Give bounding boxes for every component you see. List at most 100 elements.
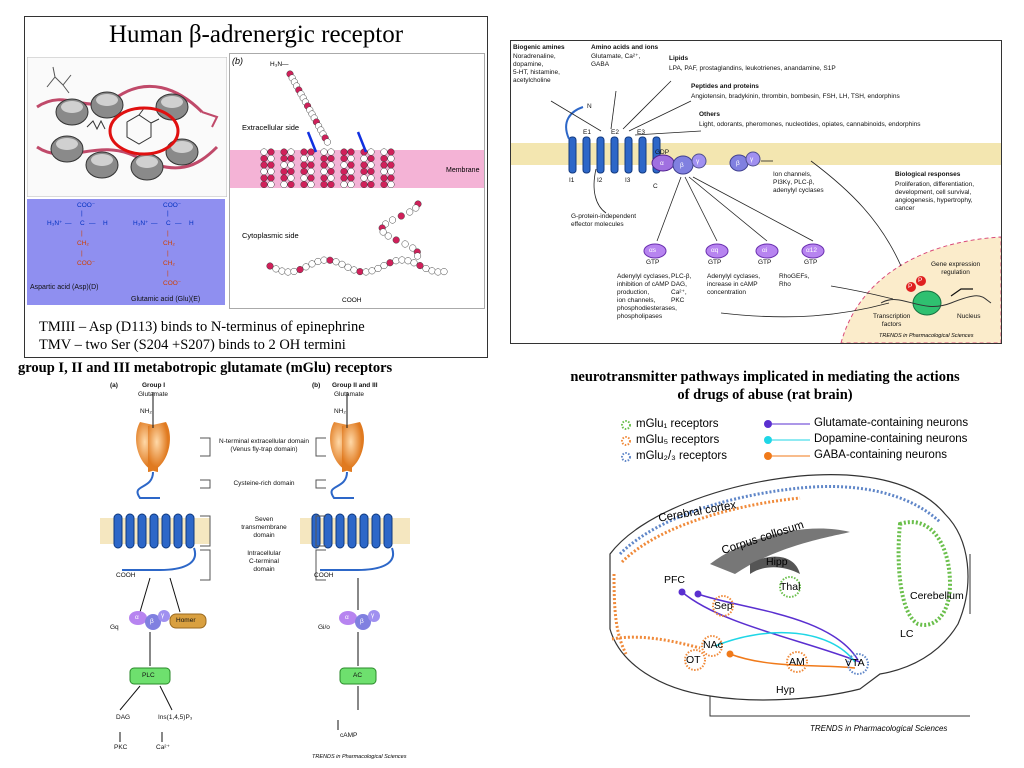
residue-bead — [380, 148, 388, 156]
mglu-panel: (a) Group I Glutamate NH₂ (b) Group II a… — [100, 380, 430, 766]
ion-channels-label: Ion channels, PI3Kγ, PLC-β, adenylyl cyc… — [773, 171, 824, 194]
residue-bead — [287, 148, 295, 156]
bio-responses-body: Proliferation, differentiation, developm… — [895, 181, 975, 212]
c-right: C — [166, 220, 171, 227]
residue-bead — [260, 167, 268, 176]
loop-e2: E2 — [611, 129, 619, 136]
g-alpha: α — [660, 160, 664, 167]
residue-bead — [367, 167, 375, 176]
gtp-4: GTP — [804, 259, 818, 266]
bond-right-3: | — [167, 250, 169, 257]
residue-bead — [367, 180, 375, 189]
residue-bead — [440, 268, 448, 276]
snake-plot: (b) H₃N— Extracellular side Membrane Cyt… — [229, 53, 485, 309]
mglu-diagram — [100, 392, 410, 742]
residue-bead — [347, 167, 355, 176]
residue-bead — [414, 252, 422, 260]
residue-bead — [300, 167, 308, 176]
residue-bead — [384, 232, 392, 240]
residue-bead — [307, 154, 315, 163]
residue-bead — [320, 167, 328, 176]
pkc-label: PKC — [114, 744, 128, 751]
loop-e3: E3 — [637, 129, 645, 136]
c-left: C — [80, 220, 85, 227]
g-alpha-i: αi — [762, 247, 768, 254]
residue-bead — [347, 154, 355, 163]
membrane-label: Membrane — [446, 167, 480, 174]
nterm-domain-label: N-terminal extracellular domain (Venus f… — [219, 438, 309, 453]
residue-bead — [327, 148, 335, 156]
panel-b-label: (b) — [232, 56, 243, 66]
residue-bead — [367, 161, 375, 169]
residue-bead — [280, 174, 288, 182]
coo-left: COO⁻ — [77, 202, 96, 209]
region-hyp: Hyp — [776, 684, 795, 696]
legend-mglu1: mGlu₁ receptors — [636, 418, 719, 430]
bond-left-3: | — [81, 250, 83, 257]
residue-bead — [416, 262, 424, 270]
residue-bead — [380, 180, 388, 189]
residue-bead — [320, 161, 328, 169]
residue-bead — [434, 268, 442, 276]
group-ii-iii-label: Group II and III — [332, 382, 378, 389]
residue-bead — [344, 263, 352, 271]
h3n-right: H₃N⁺ — [133, 220, 149, 227]
residue-bead — [401, 240, 409, 248]
residue-bead — [327, 161, 335, 169]
h-left: H — [103, 220, 108, 227]
residue-bead — [280, 154, 288, 163]
residue-bead — [347, 161, 355, 169]
peptides-title: Peptides and proteins — [691, 83, 759, 90]
residue-bead — [362, 268, 370, 276]
cysteine-domain-label: Cysteine-rich domain — [233, 480, 295, 487]
residue-bead — [327, 180, 335, 189]
residue-bead — [428, 267, 436, 275]
residue-bead — [398, 256, 406, 264]
dag-label: DAG — [116, 714, 131, 721]
residue-bead — [387, 148, 395, 156]
beta-note-1: TMIII – Asp (D113) binds to N-terminus o… — [39, 319, 365, 335]
residue-bead — [387, 174, 395, 182]
residue-bead — [307, 180, 315, 189]
residue-bead — [267, 154, 275, 163]
brain-diagram — [609, 420, 971, 717]
bio-responses-title: Biological responses — [895, 171, 961, 178]
bond-right-4: | — [167, 270, 169, 277]
residue-bead — [350, 266, 358, 274]
residue-bead — [360, 161, 368, 169]
homer-label: Homer — [176, 617, 196, 624]
cooh-left: COOH — [116, 572, 136, 579]
residue-bead — [380, 261, 388, 270]
residue-bead — [260, 148, 268, 156]
residue-bead — [340, 161, 348, 169]
glutamic-acid-label: Glutamic acid (Glu)(E) — [131, 296, 200, 303]
tm-domain-label: Seven transmembrane domain — [241, 516, 287, 539]
effector-2: PLC-β, DAG, Ca²⁺, PKC — [671, 273, 692, 304]
residue-bead — [287, 180, 295, 189]
residue-bead — [368, 267, 376, 275]
effector-4: RhoGEFs, Rho — [779, 273, 810, 288]
coo-left-side: COO⁻ — [77, 260, 96, 267]
residue-bead — [412, 204, 420, 212]
residue-bead — [380, 161, 388, 169]
ch2-right-2: CH₂ — [163, 260, 175, 267]
nucleus-label: Nucleus — [957, 313, 981, 320]
cooh-right: COOH — [314, 572, 334, 579]
residue-bead — [406, 208, 414, 216]
gdp-label: GDP — [655, 149, 670, 156]
residue-bead — [356, 268, 364, 276]
others-title: Others — [699, 111, 720, 118]
residue-bead — [280, 148, 288, 156]
gq-alpha: α — [135, 614, 139, 621]
brain-panel: mGlu₁ receptors mGlu₅ receptors mGlu₂/₃ … — [600, 414, 1000, 754]
residue-bead — [320, 154, 328, 163]
coo-right-side: COO⁻ — [163, 280, 182, 287]
gio-gamma: γ — [371, 612, 375, 619]
nh2-left: NH₂ — [140, 408, 152, 415]
gtp-3: GTP — [758, 259, 772, 266]
bond-right-1: | — [167, 210, 169, 217]
residue-bead — [302, 263, 310, 271]
h-right: H — [189, 220, 194, 227]
residue-bead — [347, 148, 355, 156]
residue-bead — [422, 264, 430, 273]
